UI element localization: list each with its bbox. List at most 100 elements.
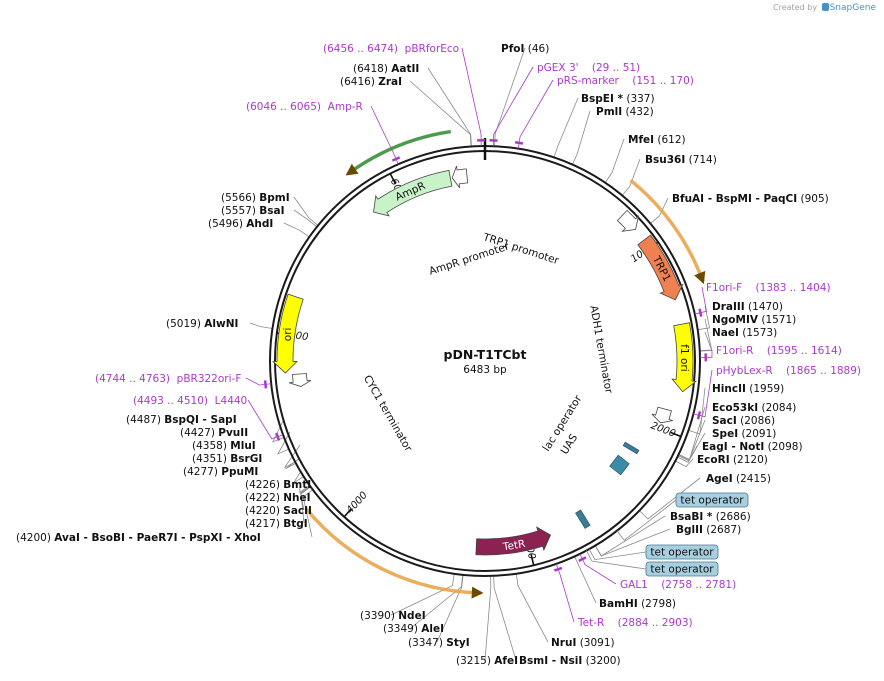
feature-arrow[interactable]	[616, 209, 640, 232]
site-name: PvuII	[218, 427, 248, 439]
feature-box[interactable]	[609, 454, 630, 476]
restriction-site[interactable]: (5566) BpmI	[221, 192, 290, 204]
restriction-site[interactable]: SacI (2086)	[712, 415, 775, 427]
restriction-site[interactable]: BglII (2687)	[676, 524, 741, 536]
primer-label[interactable]: (4493 .. 4510) L4440	[133, 395, 247, 407]
feature-arrow[interactable]	[475, 526, 552, 556]
restriction-site[interactable]: (5019) AlwNI	[166, 318, 238, 330]
restriction-site[interactable]: (3215) AfeI	[456, 655, 518, 667]
site-label: (3215) AfeI	[456, 655, 518, 667]
site-label: SpeI (2091)	[712, 428, 776, 440]
primer-label[interactable]: pRS-marker (151 .. 170)	[557, 75, 694, 87]
primer-label[interactable]: (6046 .. 6065) Amp-R	[246, 101, 363, 113]
restriction-site[interactable]: (3349) AleI	[383, 623, 444, 635]
restriction-site[interactable]: PmlI (432)	[596, 106, 654, 118]
primer-label[interactable]: (6456 .. 6474) pBRforEco	[323, 43, 459, 55]
restriction-site[interactable]: Bsu36I (714)	[645, 154, 717, 166]
arc-arrowhead	[471, 586, 484, 599]
restriction-site[interactable]: (5557) BsaI	[221, 205, 285, 217]
restriction-site[interactable]: BspEI * (337)	[581, 93, 655, 105]
site-position: (432)	[626, 106, 654, 118]
site-name: BfuAI - BspMI - PaqCI	[672, 193, 797, 205]
restriction-site[interactable]: AgeI (2415)	[706, 473, 771, 485]
tick-label: 2000	[649, 420, 677, 439]
primer-label[interactable]: pGEX 3' (29 .. 51)	[537, 62, 640, 74]
site-name: StyI	[446, 637, 469, 649]
site-label: (4226) BmtI	[245, 479, 311, 491]
restriction-site[interactable]: (4277) PpuMI	[183, 466, 258, 478]
site-label: PmlI (432)	[596, 106, 654, 118]
site-name: NruI	[551, 637, 576, 649]
site-position: (2120)	[733, 454, 768, 466]
restriction-site[interactable]: (4217) BtgI	[245, 518, 308, 530]
restriction-site[interactable]: SpeI (2091)	[712, 428, 776, 440]
site-position: (4427)	[180, 427, 215, 439]
tet-operator-box[interactable]	[675, 492, 749, 508]
restriction-site[interactable]: (4351) BsrGI	[192, 453, 262, 465]
site-position: (1571)	[761, 314, 796, 326]
restriction-site[interactable]: NgoMIV (1571)	[712, 314, 796, 326]
primer-leader	[517, 79, 554, 149]
feature-arrow[interactable]	[373, 169, 453, 217]
restriction-site[interactable]: NruI (3091)	[551, 637, 615, 649]
site-position: (6416)	[340, 76, 375, 88]
primer-label[interactable]: F1ori-F (1383 .. 1404)	[706, 282, 831, 294]
restriction-site[interactable]: EcoRI (2120)	[697, 454, 768, 466]
restriction-site[interactable]: HincII (1959)	[712, 383, 784, 395]
restriction-site[interactable]: (4222) NheI	[245, 492, 311, 504]
site-position: (4217)	[245, 518, 280, 530]
restriction-site[interactable]: (3390) NdeI	[360, 610, 426, 622]
feature-arrow[interactable]	[271, 293, 304, 374]
restriction-site[interactable]: (6418) AatII	[353, 63, 419, 75]
site-position: (5496)	[208, 218, 243, 230]
restriction-site[interactable]: (6416) ZraI	[340, 76, 402, 88]
primer-label[interactable]: F1ori-R (1595 .. 1614)	[716, 345, 842, 357]
feature-arrow[interactable]	[637, 234, 684, 301]
site-label: EagI - NotI (2098)	[702, 441, 803, 453]
restriction-site[interactable]: (4200) AvaI - BsoBI - PaeR7I - PspXI - X…	[16, 532, 261, 544]
leader-line	[436, 574, 464, 643]
restriction-site[interactable]: BsaBI * (2686)	[670, 511, 751, 523]
feature-arrow[interactable]	[289, 373, 312, 387]
restriction-site[interactable]: (5496) AhdI	[208, 218, 273, 230]
feature-box[interactable]	[575, 509, 591, 529]
primer-label[interactable]: (4744 .. 4763) pBR322ori-F	[95, 373, 241, 385]
restriction-site[interactable]: (4220) SacII	[245, 505, 312, 517]
site-name: AvaI - BsoBI - PaeR7I - PspXI - XhoI	[54, 532, 261, 544]
site-name: BspQI - SapI	[164, 414, 236, 426]
restriction-site[interactable]: (4358) MluI	[192, 440, 256, 452]
restriction-site[interactable]: (4427) PvuII	[180, 427, 248, 439]
restriction-site[interactable]: MfeI (612)	[628, 134, 686, 146]
site-name: NaeI	[712, 327, 739, 339]
site-position: (4200)	[16, 532, 51, 544]
site-name: SacI	[712, 415, 737, 427]
feature-arrow[interactable]	[451, 165, 469, 189]
feature-box[interactable]	[622, 441, 640, 455]
primer-label[interactable]: Tet-R (2884 .. 2903)	[577, 617, 693, 629]
tet-operator-box[interactable]	[645, 561, 719, 577]
site-label: (4200) AvaI - BsoBI - PaeR7I - PspXI - X…	[16, 532, 261, 544]
restriction-site[interactable]: (4226) BmtI	[245, 479, 311, 491]
feature-arrow[interactable]	[671, 322, 698, 393]
site-position: (5566)	[221, 192, 256, 204]
restriction-site[interactable]: (4487) BspQI - SapI	[126, 414, 237, 426]
primer-label[interactable]: pHybLex-R (1865 .. 1889)	[716, 365, 861, 377]
restriction-site[interactable]: DraIII (1470)	[712, 301, 783, 313]
tet-operator-box[interactable]	[645, 544, 719, 560]
primer-mark	[263, 380, 268, 389]
restriction-site[interactable]: EagI - NotI (2098)	[702, 441, 803, 453]
primer-leader	[694, 286, 707, 315]
feature-outline-arc	[304, 507, 481, 595]
restriction-site[interactable]: (3347) StyI	[408, 637, 470, 649]
primer-label[interactable]: GAL1 (2758 .. 2781)	[620, 579, 736, 591]
restriction-site[interactable]: NaeI (1573)	[712, 327, 777, 339]
restriction-site[interactable]: BsmI - NsiI (3200)	[519, 655, 621, 667]
restriction-site[interactable]: Eco53kI (2084)	[712, 402, 796, 414]
restriction-site[interactable]: BfuAI - BspMI - PaqCI (905)	[672, 193, 829, 205]
feature-arrow[interactable]	[651, 406, 673, 424]
site-label: (4277) PpuMI	[183, 466, 258, 478]
restriction-site[interactable]: PfoI (46)	[501, 43, 549, 55]
restriction-site[interactable]: BamHI (2798)	[599, 598, 676, 610]
site-label: BspEI * (337)	[581, 93, 655, 105]
